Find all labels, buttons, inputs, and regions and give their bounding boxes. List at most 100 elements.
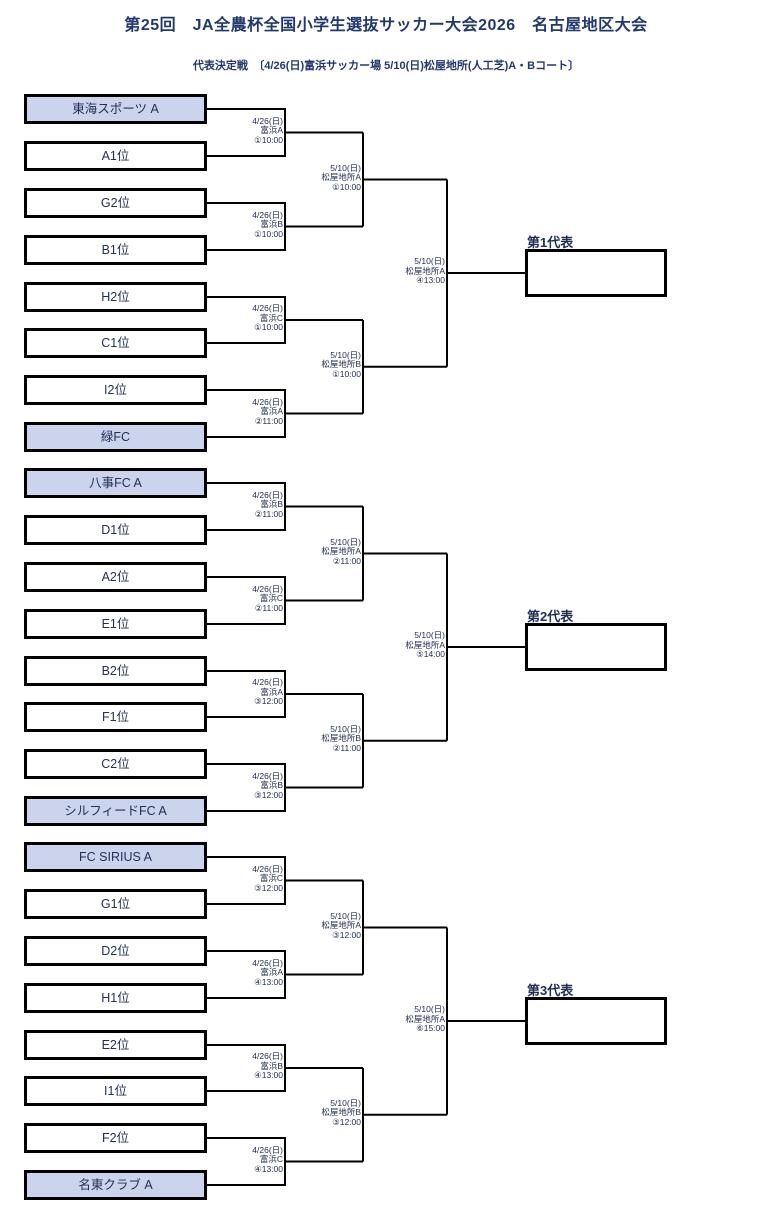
team-box: C2位 — [24, 749, 207, 779]
match-date: 5/10(日) — [414, 630, 445, 640]
team-box: I2位 — [24, 375, 207, 405]
team-box: G2位 — [24, 188, 207, 218]
match-info: 5/10(日) 松屋地所A ④13:00 — [327, 256, 445, 286]
match-venue: 松屋地所A — [321, 546, 361, 556]
team-box: B1位 — [24, 235, 207, 265]
match-time: ②11:00 — [254, 508, 283, 519]
team-name: F1位 — [101, 710, 130, 724]
winner-title: 第3代表 — [527, 983, 574, 998]
team-name: A2位 — [101, 570, 130, 584]
match-time: ②11:00 — [332, 555, 361, 566]
match-venue: 松屋地所A — [405, 639, 445, 650]
team-name: D2位 — [101, 944, 130, 958]
match-info: 5/10(日) 松屋地所B ①10:00 — [243, 349, 361, 380]
match-time: ③12:00 — [254, 696, 283, 706]
match-venue: 富浜B — [260, 1060, 283, 1071]
match-venue: 富浜A — [260, 967, 283, 977]
match-venue: 富浜B — [260, 499, 283, 509]
match-info: 5/10(日) 松屋地所A ①10:00 — [243, 162, 361, 193]
team-box: A2位 — [24, 562, 207, 592]
match-venue: 富浜A — [260, 686, 283, 697]
match-venue: 富浜C — [259, 593, 283, 603]
match-date: 5/10(日) — [330, 162, 361, 173]
match-date: 4/26(日) — [252, 115, 283, 126]
winner-box — [525, 997, 667, 1045]
match-date: 4/26(日) — [252, 396, 283, 407]
team-box: C1位 — [24, 328, 207, 358]
team-box: FC SIRIUS A — [24, 842, 207, 872]
match-venue: 富浜A — [260, 125, 283, 135]
match-info: 5/10(日) 松屋地所A ⑤14:00 — [327, 630, 445, 660]
team-name: C1位 — [101, 336, 130, 350]
match-time: ③12:00 — [332, 929, 361, 940]
match-info: 5/10(日) 松屋地所A ③12:00 — [243, 910, 361, 941]
match-date: 5/10(日) — [330, 910, 361, 921]
team-name: 東海スポーツ A — [72, 102, 159, 116]
match-date: 4/26(日) — [252, 303, 283, 313]
winner-title: 第2代表 — [527, 609, 574, 624]
page-title: 第25回 JA全農杯全国小学生選抜サッカー大会2026 名古屋地区大会 — [124, 17, 648, 34]
match-venue: 松屋地所A — [405, 1013, 445, 1024]
team-box: 八事FC A — [24, 468, 207, 498]
match-date: 4/26(日) — [252, 957, 283, 968]
match-info: 5/10(日) 松屋地所A ②11:00 — [243, 537, 361, 567]
match-time: ③12:00 — [254, 789, 283, 800]
match-date: 4/26(日) — [252, 1144, 283, 1155]
match-date: 4/26(日) — [252, 677, 283, 687]
team-box: F1位 — [24, 702, 207, 732]
match-venue: 松屋地所B — [321, 733, 361, 744]
team-name: I1位 — [104, 1084, 127, 1098]
team-name: C2位 — [101, 757, 130, 771]
match-time: ④13:00 — [416, 275, 445, 285]
match-venue: 松屋地所A — [405, 265, 445, 276]
match-date: 4/26(日) — [252, 209, 283, 220]
match-info: 4/26(日) 富浜B ④13:00 — [165, 1051, 283, 1081]
match-time: ②11:00 — [254, 602, 283, 613]
team-name: 名東クラブ A — [78, 1178, 153, 1192]
winner-box — [525, 623, 667, 671]
team-box: I1位 — [24, 1076, 207, 1106]
team-box: D2位 — [24, 936, 207, 966]
team-box: E1位 — [24, 609, 207, 639]
match-venue: 富浜C — [259, 312, 283, 323]
team-box: F2位 — [24, 1123, 207, 1153]
team-name: A1位 — [101, 149, 130, 163]
match-venue: 富浜B — [260, 219, 283, 229]
match-info: 4/26(日) 富浜C ④13:00 — [165, 1144, 283, 1175]
match-info: 4/26(日) 富浜B ②11:00 — [165, 490, 283, 520]
team-box: E2位 — [24, 1030, 207, 1060]
match-info: 4/26(日) 富浜C ①10:00 — [165, 303, 283, 333]
team-box: A1位 — [24, 141, 207, 171]
match-date: 4/26(日) — [252, 863, 283, 874]
match-info: 5/10(日) 松屋地所B ②11:00 — [243, 724, 361, 754]
match-date: 5/10(日) — [414, 1004, 445, 1014]
team-box: 名東クラブ A — [24, 1170, 207, 1200]
team-box: B2位 — [24, 656, 207, 686]
match-venue: 松屋地所A — [321, 172, 361, 182]
match-time: ①10:00 — [332, 181, 361, 192]
match-time: ③12:00 — [254, 882, 283, 893]
team-box: 東海スポーツ A — [24, 94, 207, 124]
team-box: シルフィードFC A — [24, 796, 207, 826]
team-name: B1位 — [101, 243, 130, 257]
match-info: 4/26(日) 富浜A ②11:00 — [165, 396, 283, 427]
match-info: 5/10(日) 松屋地所A ⑥15:00 — [327, 1004, 445, 1034]
match-time: ③12:00 — [332, 1116, 361, 1127]
team-name: I2位 — [104, 383, 127, 397]
match-venue: 富浜C — [259, 1154, 283, 1164]
match-venue: 富浜A — [260, 406, 283, 416]
match-date: 5/10(日) — [414, 256, 445, 266]
match-time: ①10:00 — [254, 228, 283, 239]
match-date: 5/10(日) — [330, 1097, 361, 1108]
winner-title: 第1代表 — [527, 235, 574, 250]
match-date: 5/10(日) — [330, 349, 361, 360]
team-box: H1位 — [24, 983, 207, 1013]
match-date: 4/26(日) — [252, 770, 283, 781]
team-name: FC SIRIUS A — [79, 850, 152, 864]
match-venue: 松屋地所B — [321, 1107, 361, 1118]
match-time: ①10:00 — [254, 322, 283, 332]
match-time: ①10:00 — [332, 368, 361, 379]
team-name: G1位 — [100, 897, 131, 911]
team-name: B2位 — [101, 664, 130, 678]
